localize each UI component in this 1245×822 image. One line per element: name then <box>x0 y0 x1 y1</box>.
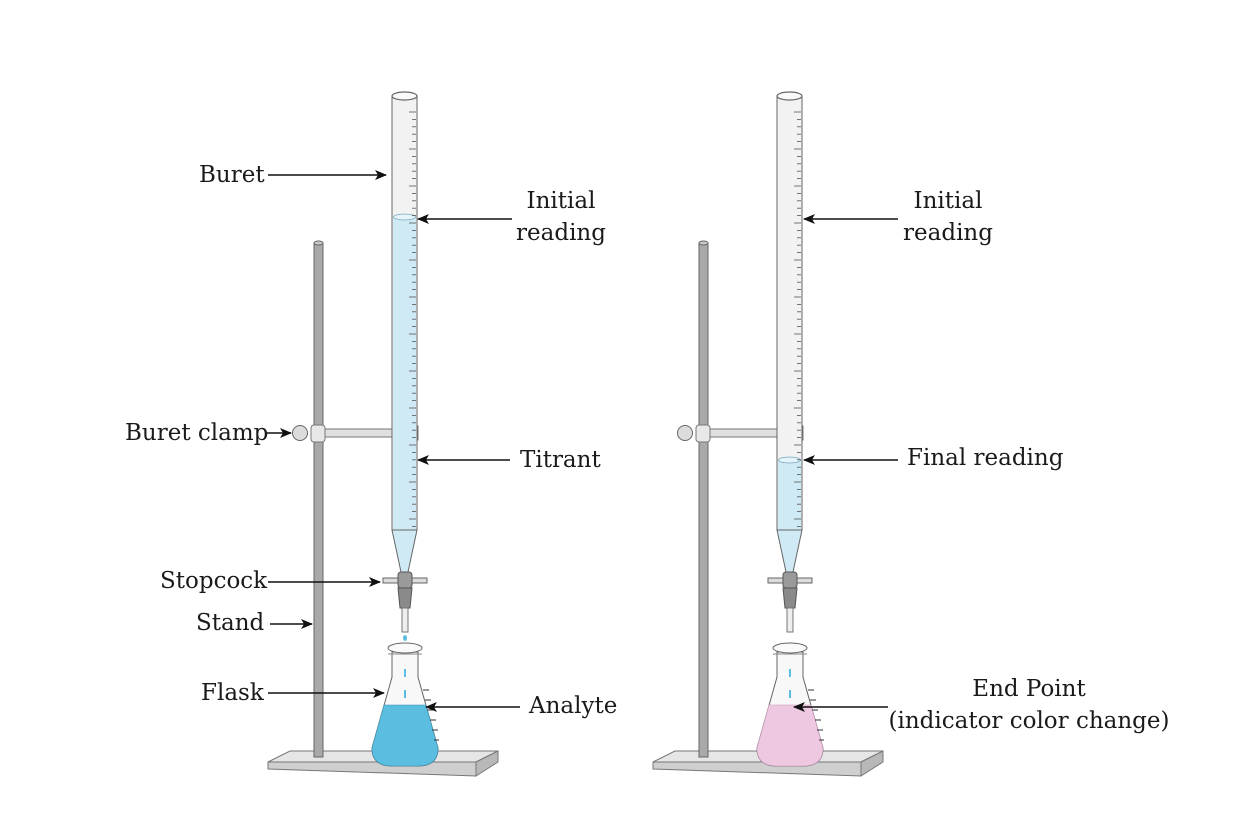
buret-graduations <box>794 111 801 527</box>
label-initial-reading-left: Initial reading <box>516 185 606 249</box>
label-analyte: Analyte <box>529 693 618 719</box>
label-initial-reading-right: Initial reading <box>903 185 993 249</box>
label-stopcock: Stopcock <box>160 568 268 594</box>
label-initial-reading-left-line2: reading <box>516 220 606 246</box>
label-titrant: Titrant <box>520 447 601 473</box>
stopcock-right <box>767 571 813 633</box>
right-apparatus <box>652 91 884 777</box>
flask-left <box>371 642 439 767</box>
label-initial-reading-right-line1: Initial <box>913 188 983 214</box>
label-final-reading: Final reading <box>907 445 1064 471</box>
label-flask: Flask <box>201 680 264 706</box>
flask-right <box>756 642 824 767</box>
label-end-point-line1: End Point <box>972 676 1086 702</box>
buret-left <box>391 91 418 573</box>
label-buret-clamp: Buret clamp <box>125 420 269 446</box>
label-end-point-line2: (indicator color change) <box>888 708 1170 734</box>
stopcock-left <box>382 571 428 641</box>
label-buret: Buret <box>199 162 265 188</box>
buret-right <box>776 91 803 573</box>
label-initial-reading-right-line2: reading <box>903 220 993 246</box>
buret-graduations <box>409 111 416 527</box>
label-end-point: End Point (indicator color change) <box>889 673 1170 737</box>
label-stand: Stand <box>196 610 265 636</box>
left-apparatus <box>267 91 499 777</box>
stand-rod-right <box>698 242 709 758</box>
stand-rod-left <box>313 242 324 758</box>
label-initial-reading-left-line1: Initial <box>526 188 596 214</box>
